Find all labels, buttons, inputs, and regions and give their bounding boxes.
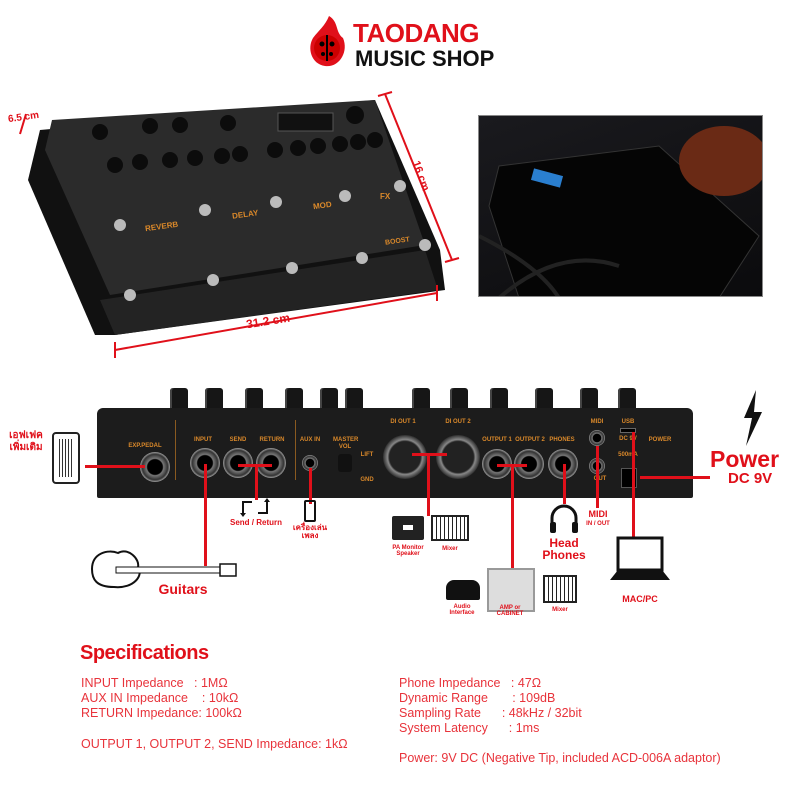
label-exp-pedal: EXP.PEDAL xyxy=(128,443,162,449)
knob xyxy=(450,388,468,410)
amp-cabinet-icon xyxy=(487,568,535,612)
return-jack[interactable] xyxy=(256,448,286,478)
label-usb: USB xyxy=(621,419,635,425)
knob xyxy=(580,388,598,410)
label-phones: PHONES xyxy=(549,437,575,443)
connector-line xyxy=(640,476,710,479)
label-lift: LIFT xyxy=(360,452,374,458)
mixer2-icon xyxy=(543,575,577,603)
label-aux-in: AUX IN xyxy=(299,437,321,443)
photo-pedal-image xyxy=(479,126,762,296)
midi-io-caption: IN / OUT xyxy=(586,521,610,527)
specs-title: Specifications xyxy=(80,642,209,664)
dc9v-caption: DC 9V xyxy=(728,470,773,487)
laptop-icon xyxy=(610,536,670,580)
pa-monitor-icon xyxy=(392,516,424,540)
spec-power: Power: 9V DC (Negative Tip, included ACD… xyxy=(399,751,721,765)
label-output2: OUTPUT 2 xyxy=(515,437,545,443)
knob xyxy=(412,388,430,410)
head-phones-caption: Head Phones xyxy=(542,536,586,562)
label-power: POWER xyxy=(648,437,672,443)
knob xyxy=(320,388,338,410)
label-output1: OUTPUT 1 xyxy=(482,437,512,443)
spec-return-impedance: RETURN Impedance: 100kΩ xyxy=(81,706,242,720)
midi-caption: MIDI xyxy=(588,509,608,519)
divider xyxy=(175,420,176,480)
send-return-icon xyxy=(240,498,270,517)
spec-aux-impedance: AUX IN Impedance : 10kΩ xyxy=(81,691,239,705)
connector-line xyxy=(255,464,258,500)
mixer1-caption: Mixer xyxy=(442,546,458,552)
knob xyxy=(490,388,508,410)
label-out: OUT xyxy=(593,476,607,482)
pa-monitor-caption: PA Monitor Speaker xyxy=(392,545,424,557)
mixer2-caption: Mixer xyxy=(552,607,568,613)
product-photo xyxy=(478,115,763,297)
logo-line2: MUSIC SHOP xyxy=(355,46,495,71)
dimension-lines xyxy=(19,91,460,358)
send-jack[interactable] xyxy=(223,448,253,478)
audio-interface-icon xyxy=(446,580,480,600)
guitars-caption: Guitars xyxy=(158,581,208,597)
midi-in-jack[interactable] xyxy=(589,430,605,446)
label-di-out2: DI OUT 2 xyxy=(445,419,471,425)
knob xyxy=(205,388,223,410)
connector-line xyxy=(596,446,599,508)
knob xyxy=(345,388,363,410)
label-500ma: 500mA xyxy=(618,452,638,458)
guitar-icon xyxy=(90,550,237,589)
music-player-icon xyxy=(304,500,316,522)
divider xyxy=(295,420,296,480)
connector-line xyxy=(204,464,207,566)
shop-logo: TAODANG MUSIC SHOP xyxy=(305,12,500,72)
exp-effect-caption: เอฟเฟค เพิ่มเติม xyxy=(9,430,43,453)
label-master-vol: MASTER VOL xyxy=(333,437,359,450)
headphones-icon xyxy=(550,504,578,533)
mixer-icon xyxy=(431,515,469,541)
di-out2-xlr[interactable] xyxy=(436,435,480,479)
spec-output-impedance: OUTPUT 1, OUTPUT 2, SEND Impedance: 1kΩ xyxy=(81,737,348,751)
label-send: SEND xyxy=(229,437,247,443)
exp-pedal-jack[interactable] xyxy=(140,452,170,482)
ladybug-logo-icon xyxy=(310,16,345,67)
master-vol-knob[interactable] xyxy=(338,454,352,472)
label-input: INPUT xyxy=(194,437,212,443)
connector-line xyxy=(309,468,312,504)
spec-phone-impedance: Phone Impedance : 47Ω xyxy=(399,676,542,690)
aux-in-jack[interactable] xyxy=(302,455,318,471)
spec-latency: System Latency : 1ms xyxy=(399,721,540,735)
connector-line xyxy=(632,432,635,537)
audio-interface-caption: Audio Interface xyxy=(449,604,475,616)
knob xyxy=(618,388,636,410)
pedal-top-view xyxy=(28,100,445,335)
knob xyxy=(170,388,188,410)
label-midi: MIDI xyxy=(590,419,604,425)
knob xyxy=(245,388,263,410)
expression-pedal-icon xyxy=(52,432,80,484)
label-dc9v: DC 9V xyxy=(619,436,637,442)
label-return: RETURN xyxy=(259,437,285,443)
label-fx: FX xyxy=(380,192,391,201)
knob xyxy=(535,388,553,410)
lightning-icon xyxy=(744,390,762,446)
spec-sampling-rate: Sampling Rate : 48kHz / 32bit xyxy=(399,706,582,720)
macpc-caption: MAC/PC xyxy=(622,594,658,604)
label-di-out1: DI OUT 1 xyxy=(390,419,416,425)
power-caption: Power xyxy=(710,446,780,472)
knob xyxy=(285,388,303,410)
music-player-caption: เครื่องเล่น เพลง xyxy=(292,523,328,540)
send-return-caption: Send / Return xyxy=(229,518,283,527)
connector-line xyxy=(563,464,566,504)
spec-dynamic-range: Dynamic Range : 109dB xyxy=(399,691,556,705)
logo-line1: TAODANG xyxy=(353,18,480,48)
usb-port[interactable] xyxy=(620,428,636,433)
connector-line xyxy=(511,464,514,568)
di-out1-xlr[interactable] xyxy=(383,435,427,479)
label-gnd: GND xyxy=(360,477,374,483)
spec-input-impedance: INPUT Impedance : 1MΩ xyxy=(81,676,228,690)
connector-line xyxy=(85,465,145,468)
amp-caption: AMP or CABINET xyxy=(496,605,524,617)
connector-line xyxy=(427,453,430,516)
